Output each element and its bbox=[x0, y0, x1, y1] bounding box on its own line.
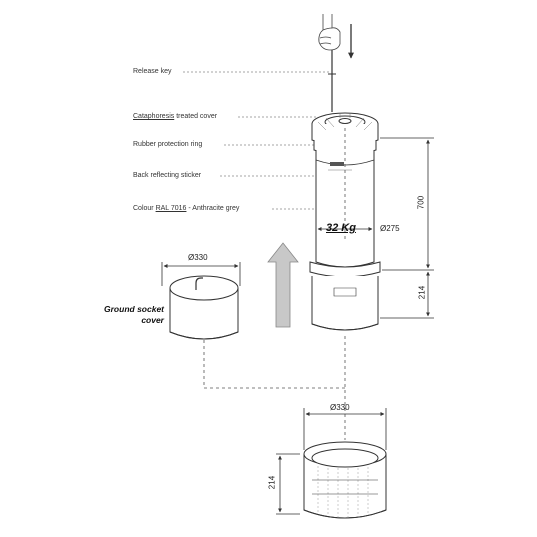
rubber-ring-label: Rubber protection ring bbox=[133, 141, 203, 148]
leader-lines bbox=[183, 71, 330, 210]
cover-text: treated cover bbox=[174, 113, 218, 120]
bollard-diameter-label: Ø275 bbox=[380, 224, 400, 233]
cover-label: Cataphoresis treated cover bbox=[133, 112, 217, 121]
socket-depth-dimension bbox=[380, 271, 434, 319]
ground-socket-cover-line1: Ground socket bbox=[104, 304, 164, 314]
cover-diameter-label: Ø330 bbox=[188, 253, 208, 262]
colour-label: Colour RAL 7016 - Anthracite grey bbox=[133, 204, 239, 213]
colour-prefix: Colour bbox=[133, 205, 156, 212]
colour-suffix: - Anthracite grey bbox=[186, 205, 240, 212]
weight-label: 32 Kg bbox=[326, 222, 356, 234]
colour-ral: RAL 7016 bbox=[155, 205, 187, 212]
sleeve-depth-dimension bbox=[276, 453, 300, 515]
cataphoresis-text: Cataphoresis bbox=[133, 113, 175, 120]
ground-socket-cover-label: Ground socket cover bbox=[82, 304, 164, 326]
ground-socket-cover bbox=[169, 275, 239, 340]
lift-up-arrow-icon bbox=[267, 242, 299, 328]
bollard-height-label: 700 bbox=[416, 195, 426, 210]
socket-depth-label: 214 bbox=[417, 285, 427, 300]
height-dimension bbox=[380, 137, 434, 271]
ground-socket-cover-line2: cover bbox=[141, 315, 164, 325]
ground-sleeve bbox=[303, 441, 387, 519]
cover-diameter-dimension bbox=[161, 262, 241, 286]
sleeve-depth-label: 214 bbox=[267, 475, 277, 490]
sleeve-diameter-label: Ø330 bbox=[330, 403, 350, 412]
sleeve-diameter-dimension bbox=[303, 408, 387, 450]
assembly-path bbox=[203, 336, 346, 440]
hand-icon bbox=[318, 14, 341, 51]
release-key-label: Release key bbox=[133, 68, 172, 75]
sticker-label: Back reflecting sticker bbox=[133, 172, 202, 179]
